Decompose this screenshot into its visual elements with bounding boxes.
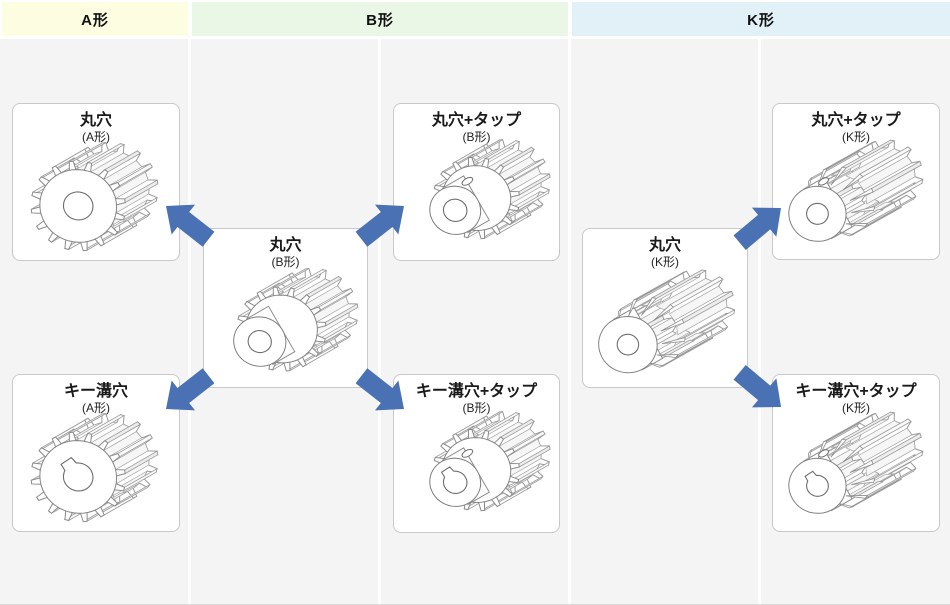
card-title: 丸穴+タップ [811,112,901,129]
pinion-keyway-hole-tap-icon [788,411,924,514]
pinion-round-hole-icon [598,269,736,374]
card-title: 丸穴 [648,237,681,254]
header-k-label: K形 [747,11,775,29]
gear-hub-round-hole-tap-icon [429,139,551,240]
card-round-hole-b: 丸穴 (B形) [203,228,368,388]
gear-spur-round-hole-icon [30,142,159,252]
card-title: 丸穴 [79,112,112,129]
column-divider [378,39,381,605]
column-divider [758,39,761,605]
header-a-type: A形 [2,2,188,36]
card-subtitle: (A形) [82,130,110,145]
card-keyway-hole-a: キー溝穴 (A形) [12,374,180,532]
card-title: キー溝穴+タップ [795,383,917,400]
gear-spur-keyway-hole-icon [30,413,159,523]
header-b-type: B形 [192,2,568,36]
card-subtitle: (K形) [842,401,870,416]
card-subtitle: (B形) [462,130,491,145]
card-round-hole-k: 丸穴 (K形) [582,228,748,388]
card-subtitle: (A形) [82,401,110,416]
column-divider [568,39,571,605]
card-subtitle: (B形) [462,401,491,416]
header-a-label: A形 [81,11,109,29]
card-title: 丸穴 [269,237,302,254]
card-keyway-hole-tap-b: キー溝穴+タップ (B形) [393,374,560,533]
card-title: キー溝穴 [63,383,128,400]
card-title: 丸穴+タップ [431,112,522,129]
card-keyway-hole-tap-k: キー溝穴+タップ (K形) [772,374,940,532]
header-b-label: B形 [366,11,394,29]
pinion-round-hole-tap-icon [788,139,924,242]
gear-hub-keyway-hole-tap-icon [429,411,551,512]
card-round-hole-tap-k: 丸穴+タップ (K形) [772,103,940,260]
card-subtitle: (K形) [842,130,870,145]
card-title: キー溝穴+タップ [415,383,538,400]
gear-hub-round-hole-icon [233,267,359,372]
card-round-hole-tap-b: 丸穴+タップ (B形) [393,103,560,261]
card-round-hole-a: 丸穴 (A形) [12,103,180,261]
card-subtitle: (B形) [271,255,300,270]
header-k-type: K形 [572,2,950,36]
card-subtitle: (K形) [651,255,679,270]
column-divider [188,39,191,605]
